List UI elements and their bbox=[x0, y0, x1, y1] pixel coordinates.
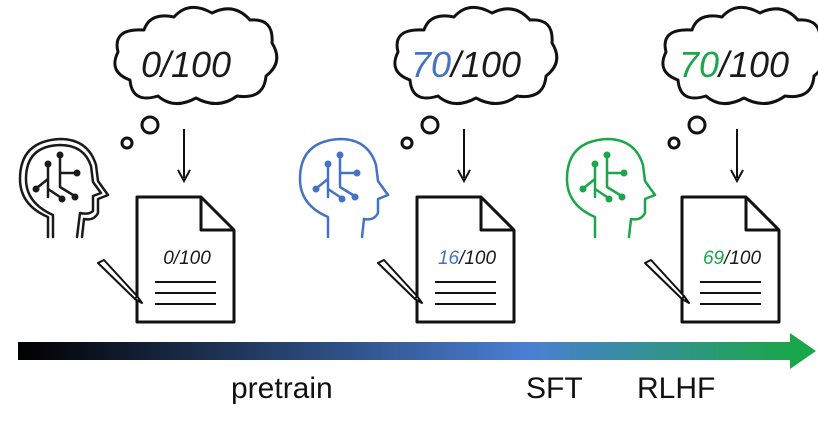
pencil-icon bbox=[377, 259, 423, 304]
written-score-total: /100 bbox=[722, 248, 761, 269]
written-score-value: 69 bbox=[703, 248, 725, 269]
document-icon bbox=[680, 195, 781, 324]
written-score-text: 69/100 bbox=[703, 248, 762, 269]
down-arrow bbox=[457, 129, 471, 184]
thought-bubble-large bbox=[140, 115, 160, 135]
thought-score-text: 0/100 bbox=[141, 44, 231, 85]
thought-bubble-small bbox=[400, 136, 414, 150]
label-rlhf: RLHF bbox=[637, 372, 716, 405]
written-score-total: /100 bbox=[457, 248, 496, 269]
written-score-text: 16/100 bbox=[438, 248, 497, 269]
thought-score-value: 70 bbox=[679, 44, 719, 85]
pencil-icon bbox=[97, 259, 143, 304]
thought-bubble-large bbox=[420, 115, 440, 135]
written-score-total: /100 bbox=[172, 248, 211, 269]
thought-score-value: 70 bbox=[411, 44, 451, 85]
label-sft: SFT bbox=[526, 372, 583, 405]
training-timeline-arrow bbox=[18, 333, 816, 369]
written-score-value: 16 bbox=[438, 248, 460, 269]
brain-circuit-head-icon bbox=[18, 137, 110, 239]
stage-rlhf: 70/100 69/100 bbox=[565, 5, 818, 324]
thought-score-total: /100 bbox=[158, 44, 231, 85]
brain-circuit-head-icon bbox=[298, 137, 390, 239]
thought-bubble-large bbox=[687, 115, 707, 135]
brain-circuit-head-icon bbox=[565, 137, 657, 239]
written-score-value: 0 bbox=[163, 248, 174, 269]
label-pretrain: pretrain bbox=[231, 372, 333, 405]
stage-sft: 70/100 16/100 bbox=[298, 5, 559, 324]
thought-score-value: 0 bbox=[141, 44, 161, 85]
document-icon bbox=[135, 195, 236, 324]
stage-pretrain: 0/100 0/100 bbox=[18, 5, 279, 324]
thought-score-text: 70/100 bbox=[411, 44, 521, 85]
document-icon bbox=[415, 195, 516, 324]
down-arrow bbox=[730, 129, 744, 184]
down-arrow bbox=[177, 129, 191, 184]
thought-score-text: 70/100 bbox=[679, 44, 789, 85]
thought-score-total: /100 bbox=[716, 44, 789, 85]
pencil-icon bbox=[644, 259, 690, 304]
thought-bubble-small bbox=[667, 136, 681, 150]
written-score-text: 0/100 bbox=[163, 248, 211, 269]
thought-bubble-small bbox=[120, 136, 134, 150]
thought-score-total: /100 bbox=[448, 44, 521, 85]
